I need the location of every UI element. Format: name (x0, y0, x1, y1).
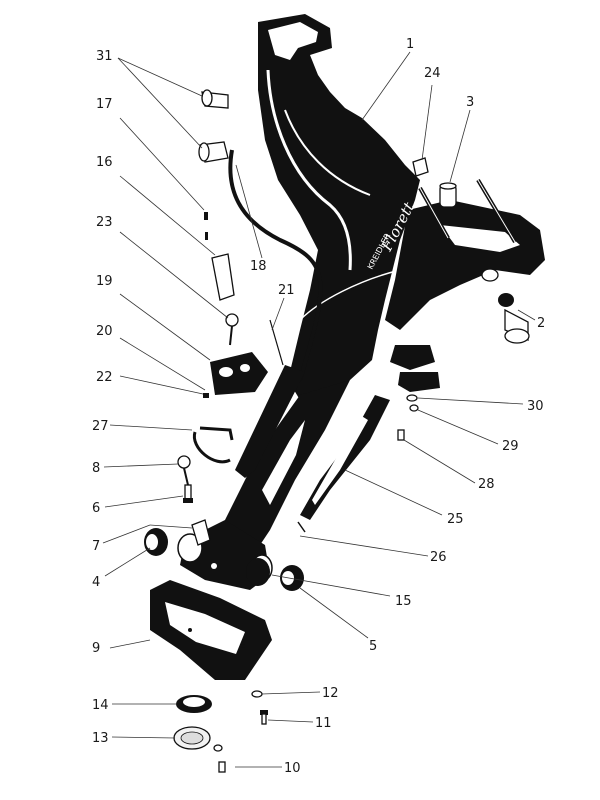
callout-24: 24 (424, 66, 441, 81)
cable-18 (228, 149, 323, 381)
cap-4 (144, 528, 168, 556)
callout-31: 31 (96, 49, 113, 64)
sleeve-7 (191, 519, 211, 546)
bottom-cover-9 (150, 580, 272, 680)
callout-17: 17 (96, 97, 113, 112)
callout-11: 11 (315, 716, 332, 731)
screw-11 (260, 710, 268, 725)
callout-30: 30 (527, 399, 544, 414)
cable-18-inner (234, 151, 284, 237)
cap-5 (280, 565, 304, 591)
washer-12 (251, 690, 263, 698)
callout-4: 4 (92, 575, 100, 590)
plug-13 (173, 726, 211, 750)
bushing-3 (439, 182, 457, 208)
callout-26: 26 (430, 550, 447, 565)
callout-18: 18 (250, 259, 267, 274)
callout-7: 7 (92, 539, 100, 554)
frame-tab (412, 157, 429, 177)
screw-10 (213, 744, 226, 773)
callout-28: 28 (478, 477, 495, 492)
strip-21 (235, 365, 305, 478)
callout-leaders (102, 51, 536, 768)
callout-3: 3 (466, 95, 474, 110)
frame-main-body: KREIDLER Florett (177, 14, 545, 590)
callout-19: 19 (96, 274, 113, 289)
bushing-2 (481, 268, 530, 344)
screw-17 (204, 212, 208, 240)
callout-9: 9 (92, 641, 100, 656)
callout-29: 29 (502, 439, 519, 454)
callout-27: 27 (92, 419, 109, 434)
seal-ring-14 (176, 695, 212, 713)
callout-25: 25 (447, 512, 464, 527)
callout-6: 6 (92, 501, 100, 516)
callout-20: 20 (96, 324, 113, 339)
cap-15 (246, 558, 270, 586)
washer-29 (409, 404, 419, 412)
callout-13: 13 (92, 731, 109, 746)
callout-1: 1 (406, 37, 414, 52)
callout-15: 15 (395, 594, 412, 609)
callout-21: 21 (278, 283, 295, 298)
screw-28 (397, 429, 405, 441)
tube-16 (211, 253, 235, 301)
pin-23 (225, 313, 239, 346)
callout-10: 10 (284, 761, 301, 776)
callout-5: 5 (369, 639, 377, 654)
caps-31 (198, 89, 229, 163)
callout-22: 22 (96, 370, 113, 385)
key-8 (177, 455, 191, 486)
clamp-27 (192, 431, 231, 464)
callout-labels: 1 2 3 4 5 6 7 8 9 10 11 12 13 14 15 16 1… (92, 37, 545, 776)
callout-16: 16 (96, 155, 113, 170)
callout-23: 23 (96, 215, 113, 230)
bolt-6 (183, 484, 193, 503)
callout-14: 14 (92, 698, 109, 713)
callout-8: 8 (92, 461, 100, 476)
nut-22 (203, 393, 209, 398)
callout-2: 2 (537, 316, 545, 331)
switch-plate-19 (210, 352, 268, 395)
callout-12: 12 (322, 686, 339, 701)
washer-30 (406, 394, 418, 402)
